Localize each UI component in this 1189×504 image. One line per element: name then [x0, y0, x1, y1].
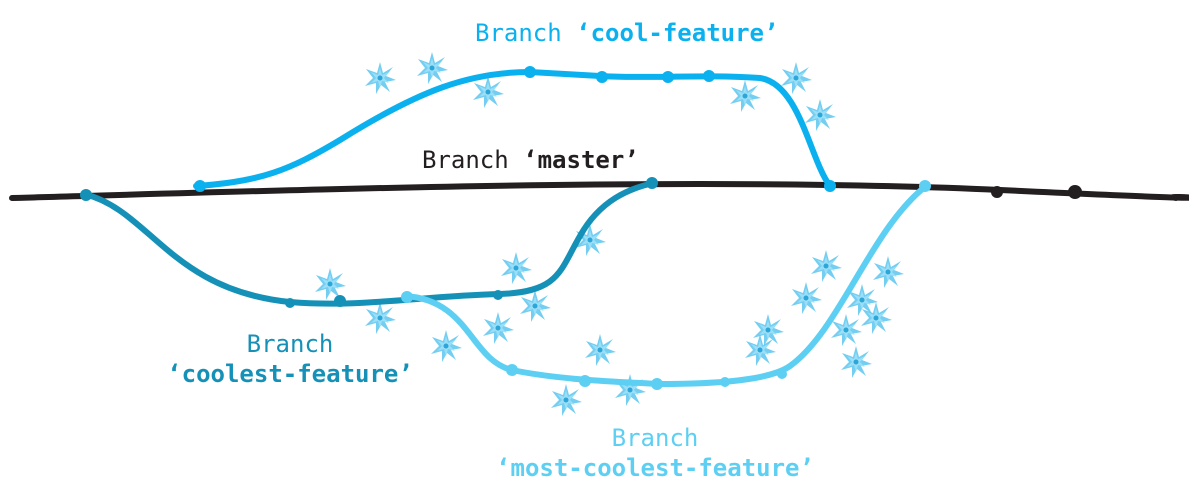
commit-dot [334, 295, 346, 307]
coolest-feature-label-name: ‘coolest-feature’ [167, 360, 413, 388]
sparkle-icon [841, 346, 872, 378]
commit-dot [194, 180, 206, 192]
coolest-feature-branch-line [81, 180, 657, 307]
commit-dot [662, 71, 674, 83]
sparkle-icon [831, 314, 862, 346]
sparkle-icon [431, 330, 462, 362]
sparkle-icon [805, 99, 836, 131]
cool-feature-commits [194, 66, 836, 192]
master-label: Branch ‘master’ [422, 145, 639, 175]
commit-dot [285, 298, 295, 308]
most-coolest-feature-label: Branch ‘most-coolest-feature’ [485, 423, 825, 483]
sparkle-icon [730, 80, 761, 112]
commit-dot [596, 71, 608, 83]
commit-dot [493, 290, 503, 300]
commit-dot [720, 377, 730, 387]
sparkle-icon [615, 374, 646, 406]
coolest-feature-commits [80, 177, 658, 308]
coolest-feature-label: Branch ‘coolest-feature’ [150, 329, 430, 389]
sparkle-icon [551, 384, 582, 416]
master-label-prefix: Branch [422, 146, 509, 174]
sparkle-icon [483, 312, 514, 344]
sparkle-icon [473, 76, 504, 108]
sparkle-icon [585, 334, 616, 366]
sparkle-icon [520, 290, 551, 322]
commit-dot [524, 66, 536, 78]
commit-dot [80, 189, 92, 201]
sparkle-icon [753, 314, 784, 346]
cool-feature-label: Branch ‘cool-feature’ [475, 18, 778, 48]
cool-feature-label-prefix: Branch [475, 19, 562, 47]
commit-dot [506, 364, 518, 376]
sparkle-icon [811, 250, 842, 282]
sparkle-icon [781, 62, 812, 94]
sparkle-icon [791, 282, 822, 314]
commit-dot [1068, 185, 1082, 199]
coolest-feature-label-prefix: Branch [246, 330, 334, 358]
commit-dot [824, 180, 836, 192]
commit-dot [919, 180, 931, 192]
master-branch-line [9, 181, 1189, 201]
commit-dot [777, 369, 787, 379]
commit-dot [401, 291, 413, 303]
cool-feature-label-name: ‘cool-feature’ [576, 19, 779, 47]
sparkle-icon [365, 62, 396, 94]
master-commits [991, 185, 1082, 199]
most-coolest-feature-label-prefix: Branch [611, 424, 699, 452]
most-coolest-feature-commits [401, 180, 931, 390]
commit-dot [646, 177, 658, 189]
most-coolest-feature-branch-line [402, 183, 929, 388]
sparkle-icon [417, 52, 448, 84]
commit-dot [579, 375, 591, 387]
commit-dot [991, 186, 1003, 198]
sparkle-icon [501, 252, 532, 284]
most-coolest-feature-label-name: ‘most-coolest-feature’ [496, 454, 814, 482]
master-label-name: ‘master’ [523, 146, 639, 174]
sparkle-icon [873, 256, 904, 288]
commit-dot [703, 70, 715, 82]
commit-dot [651, 378, 663, 390]
